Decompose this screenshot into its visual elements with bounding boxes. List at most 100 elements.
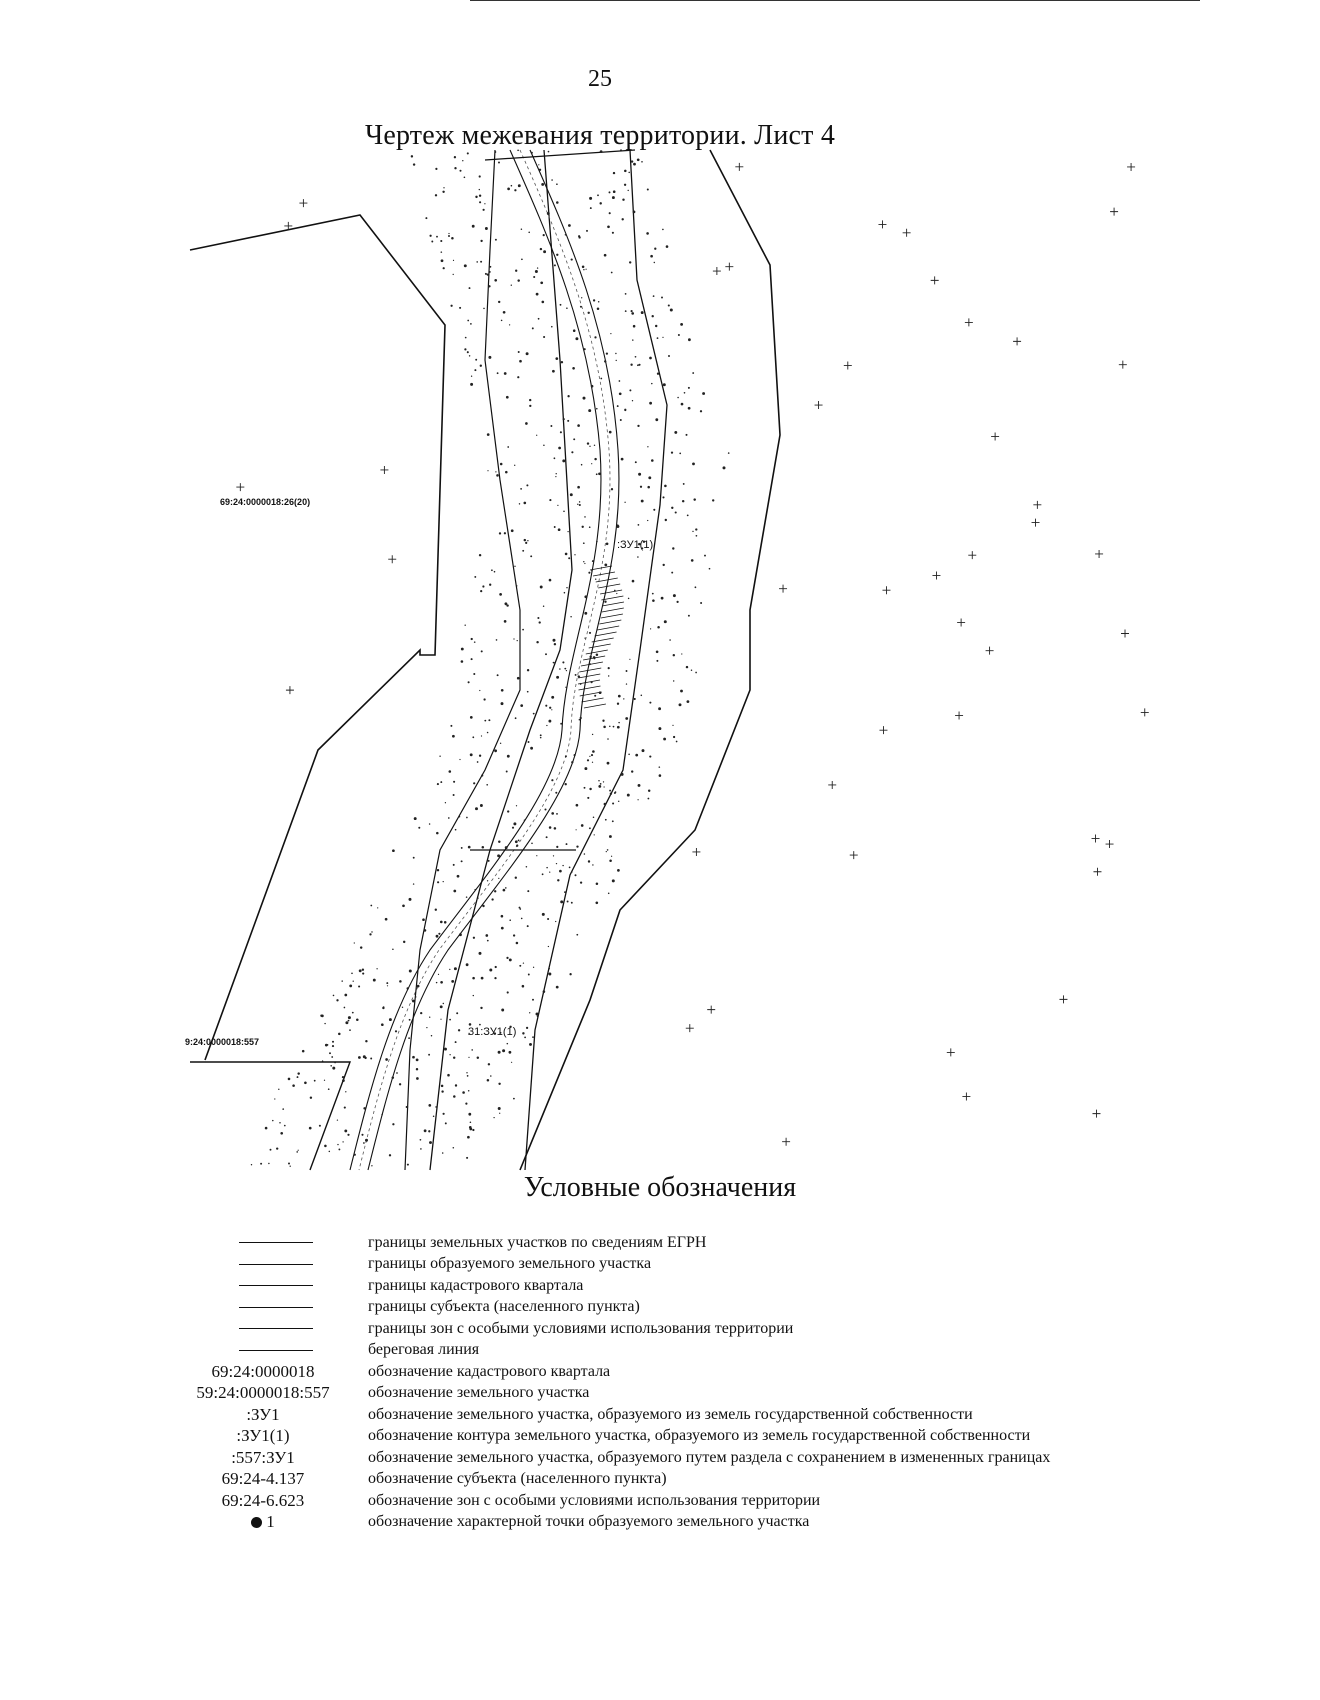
field-dot	[464, 348, 467, 351]
field-dot	[396, 1072, 398, 1074]
legend-row: 69:24-6.623 обозначение зон с особыми ус…	[178, 1490, 1178, 1512]
field-dot	[555, 920, 557, 923]
field-dot	[594, 578, 597, 580]
field-dot	[616, 702, 620, 705]
field-dot	[599, 783, 602, 785]
field-dot	[556, 845, 559, 849]
field-dot	[632, 339, 634, 341]
field-dot	[505, 470, 508, 474]
field-dot	[468, 1056, 470, 1058]
field-dot	[557, 504, 559, 507]
field-dot	[674, 430, 678, 434]
legend-line-sample	[239, 1349, 313, 1351]
field-dot	[408, 969, 412, 973]
field-dot	[662, 228, 664, 231]
field-dot	[671, 571, 674, 574]
field-dot	[425, 217, 428, 220]
field-dot	[482, 904, 485, 908]
field-dot	[362, 972, 365, 975]
field-dot	[538, 164, 540, 166]
grid-cross	[843, 361, 852, 370]
field-dots	[250, 149, 730, 1167]
field-dot	[358, 969, 362, 973]
survey-map: 69:24:0000018:26(20) 9:24:0000018:557 :З…	[185, 149, 1170, 1171]
field-dot	[481, 774, 484, 777]
field-dot	[514, 189, 517, 192]
field-dot	[442, 1002, 445, 1005]
parcel-boundary-left	[189, 214, 446, 1061]
field-dot	[479, 804, 483, 807]
field-dot	[568, 557, 571, 560]
field-dot	[563, 510, 565, 513]
field-dot	[497, 1050, 501, 1054]
field-dot	[655, 418, 659, 422]
field-dot	[567, 419, 570, 422]
field-dot	[722, 466, 726, 470]
field-dot	[669, 308, 673, 312]
field-dot	[630, 363, 633, 366]
field-dot	[573, 754, 576, 757]
field-dot	[603, 802, 607, 806]
field-dot	[432, 1115, 435, 1118]
field-dot	[677, 333, 680, 337]
field-dot	[651, 592, 654, 595]
field-dot	[613, 589, 616, 592]
field-dot	[480, 976, 484, 980]
field-dot	[328, 1150, 331, 1153]
field-dot	[440, 259, 444, 263]
field-dot	[332, 994, 335, 997]
field-dot	[501, 1008, 505, 1012]
field-dot	[688, 338, 691, 342]
grid-cross	[849, 851, 858, 860]
field-dot	[583, 268, 585, 271]
field-dot	[612, 171, 616, 175]
field-dot	[603, 725, 606, 729]
field-dot	[459, 758, 461, 761]
field-dot	[475, 195, 478, 199]
field-dot	[620, 457, 624, 461]
field-dot	[638, 472, 642, 476]
grid-cross	[957, 618, 966, 627]
legend-row: границы образуемого земельного участка	[178, 1254, 1178, 1276]
field-dot	[480, 260, 483, 263]
field-dot	[460, 846, 463, 849]
field-dot	[507, 810, 510, 813]
field-dot	[572, 367, 575, 370]
legend-row: 1 обозначение характерной точки образуем…	[178, 1512, 1178, 1534]
legend-line-sample	[239, 1242, 313, 1244]
field-dot	[656, 372, 660, 375]
field-dot	[525, 865, 528, 868]
field-dot	[563, 591, 566, 594]
field-dot	[518, 906, 521, 909]
field-dot	[571, 451, 574, 454]
field-dot	[436, 831, 439, 835]
field-dot	[632, 210, 636, 214]
legend-symbol: 69:24-4.137	[221, 1469, 305, 1489]
grid-crosses	[236, 162, 1149, 1146]
field-dot	[537, 616, 540, 620]
field-dot	[508, 958, 512, 962]
field-dot	[678, 703, 682, 707]
field-dot	[687, 614, 690, 617]
field-dot	[473, 641, 476, 643]
field-dot	[436, 235, 438, 238]
field-dot	[468, 355, 471, 357]
field-dot	[557, 879, 560, 882]
field-dot	[434, 194, 438, 197]
field-dot	[452, 734, 455, 738]
field-dot	[408, 897, 412, 901]
field-dot	[497, 854, 501, 858]
field-dot	[553, 264, 556, 267]
field-dot	[687, 386, 690, 389]
field-dot	[517, 184, 521, 188]
legend-text: обозначение субъекта (населенного пункта…	[368, 1470, 667, 1488]
field-dot	[522, 962, 525, 964]
field-dot	[631, 400, 634, 402]
field-dot	[463, 264, 467, 268]
field-dot	[514, 464, 516, 466]
field-dot	[536, 640, 539, 644]
field-dot	[527, 540, 529, 542]
field-dot	[326, 1044, 329, 1046]
field-dot	[647, 797, 650, 800]
field-dot	[494, 976, 497, 980]
